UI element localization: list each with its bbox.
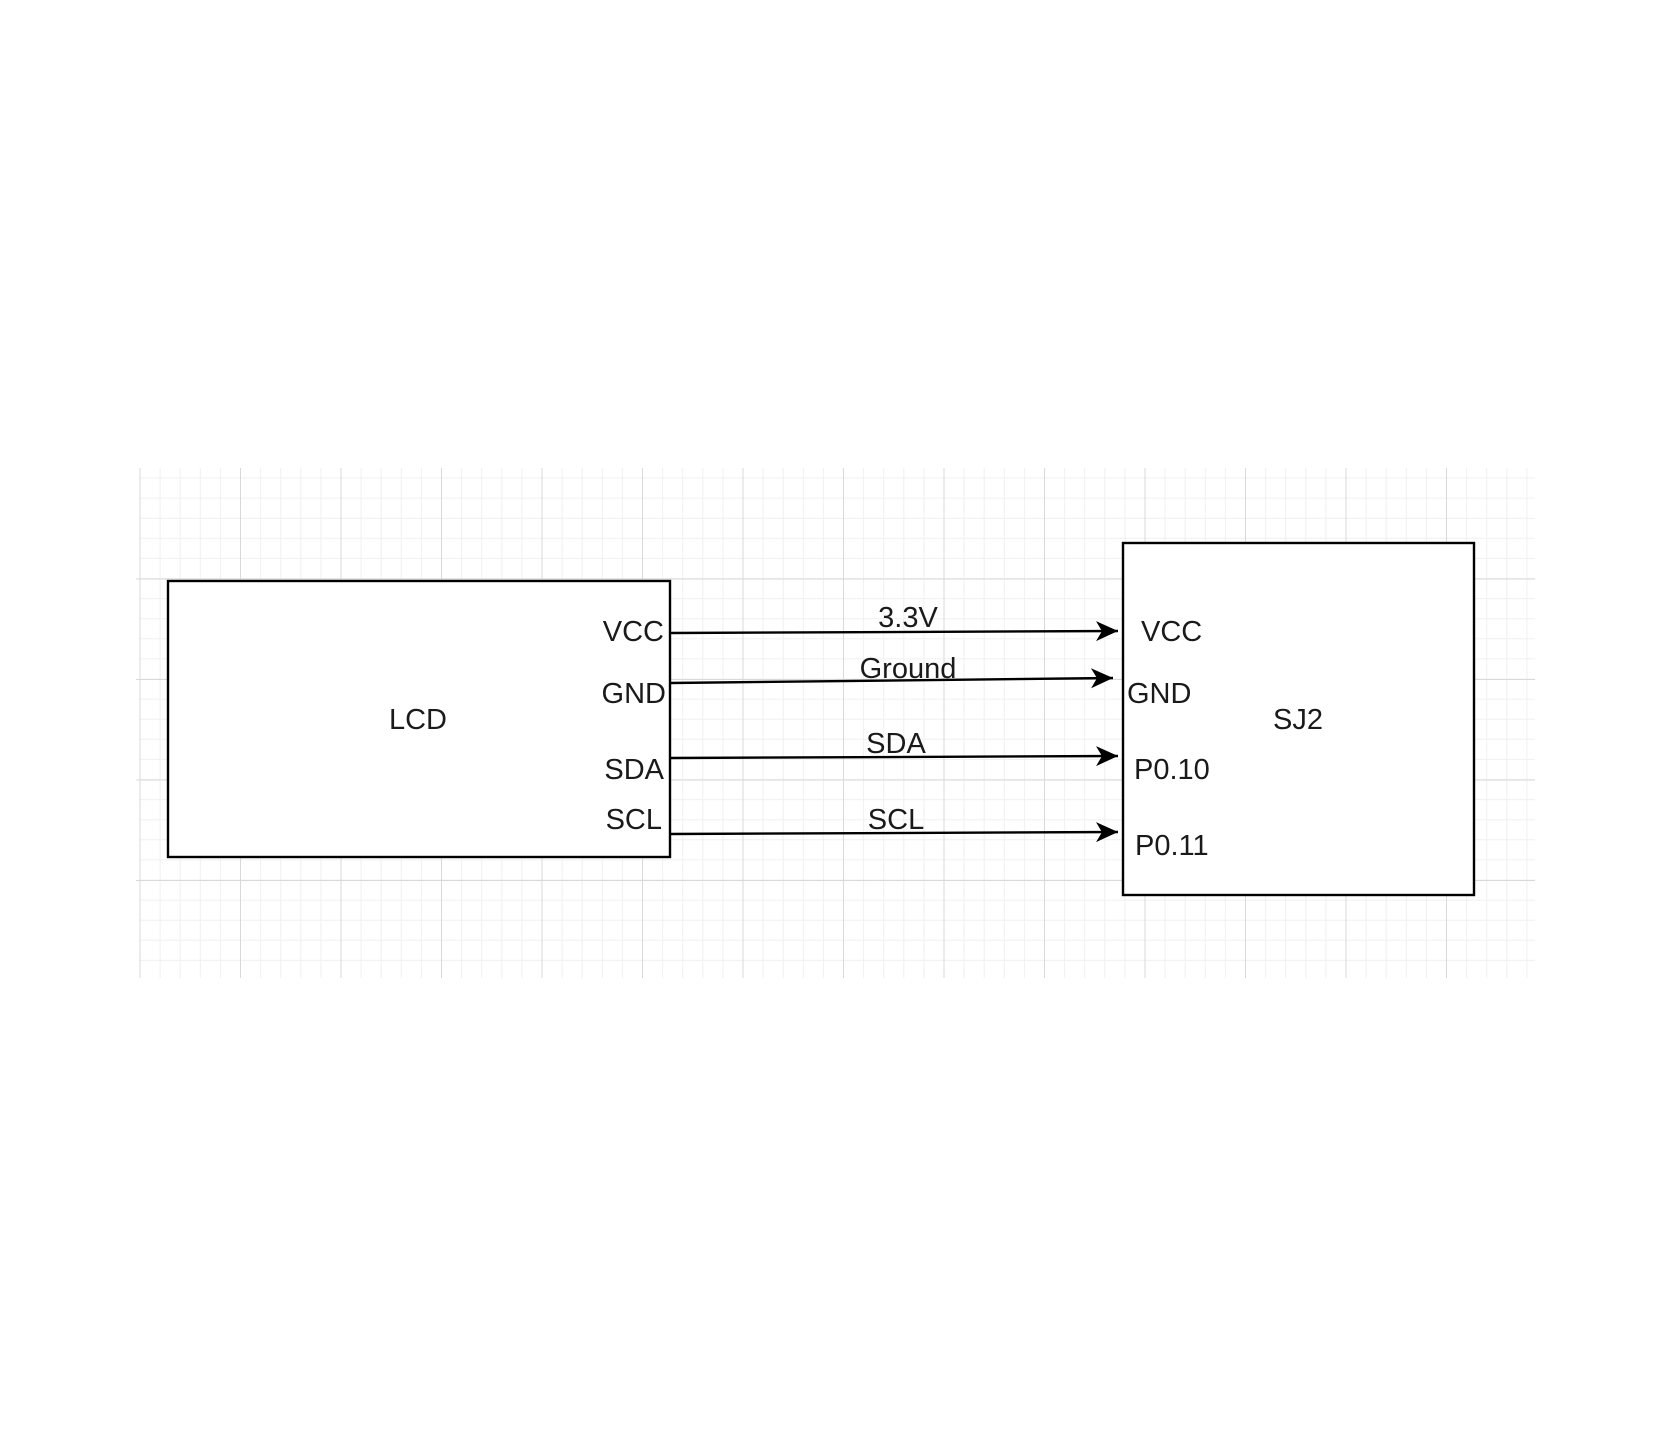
connection-gnd: Ground [669,653,1114,689]
wire-vcc [669,621,1119,642]
sj2-pin-p0-10: P0.10 [1134,754,1210,786]
wire-label-3v3: 3.3V [878,602,938,634]
lcd-block-label: LCD [389,704,447,736]
lcd-pin-scl: SCL [606,804,662,836]
lcd-pin-sda: SDA [604,754,664,786]
sj2-pin-gnd: GND [1127,678,1191,710]
sj2-pin-p0-11: P0.11 [1135,830,1209,862]
sj2-block: SJ2 VCC GND P0.10 P0.11 [1121,541,1476,897]
sj2-block-outline [1121,541,1476,897]
lcd-block: LCD VCC GND SDA SCL [166,579,672,859]
wire-gnd [669,668,1114,689]
connection-scl: SCL [669,804,1119,843]
lcd-block-outline [166,579,672,859]
wire-label-ground: Ground [860,653,957,685]
sj2-pin-vcc: VCC [1141,616,1202,648]
wire-label-scl: SCL [868,804,924,836]
sj2-block-label: SJ2 [1273,704,1323,736]
connection-sda: SDA [669,728,1119,767]
wire-scl [669,822,1119,843]
wire-sda [669,746,1119,767]
lcd-pin-gnd: GND [602,678,666,710]
lcd-pin-vcc: VCC [603,616,664,648]
connection-vcc: 3.3V [669,602,1119,642]
wire-label-sda: SDA [866,728,926,760]
